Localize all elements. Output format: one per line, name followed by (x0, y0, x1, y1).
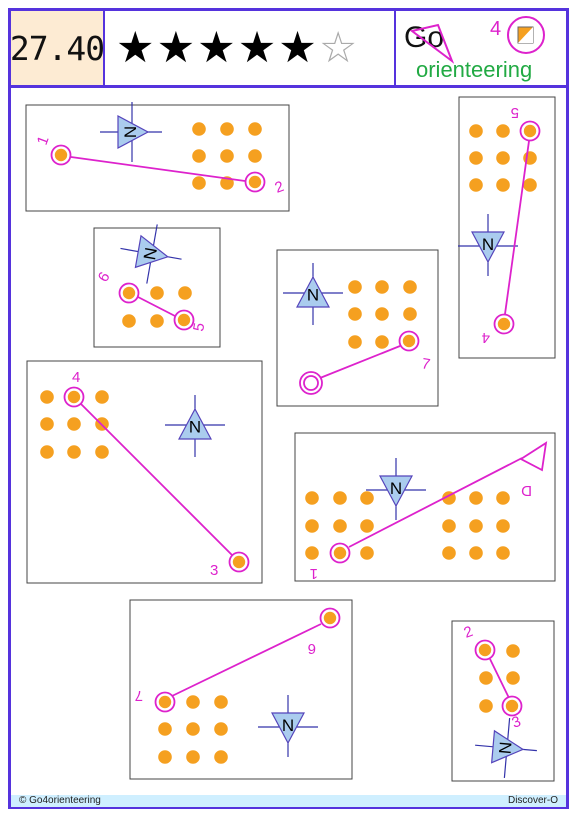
control-label-4b: 4 (72, 369, 80, 386)
north-arrow-icon (457, 213, 519, 277)
control-label-6b: 6 (308, 640, 316, 657)
control-label-5b: 5 (190, 322, 208, 333)
north-arrow-icon (164, 394, 226, 458)
north-arrow-icon (114, 218, 188, 290)
north-arrow-icon (257, 694, 319, 758)
score-value: 27.40 (9, 28, 105, 68)
control-label-6: 6 (95, 269, 114, 285)
logo-orienteering-text: orienteering (416, 57, 532, 82)
brand-text: Discover-O (507, 795, 558, 806)
puzzle-f: D 1 (294, 432, 556, 582)
star-empty-icon: ☆ (318, 22, 358, 73)
puzzle-h: 2 3 (451, 620, 555, 782)
control-label-7: 7 (420, 355, 431, 373)
control-label-3: 3 (210, 562, 218, 579)
control-label-5: 5 (511, 104, 519, 121)
control-label-2b: 2 (462, 623, 476, 642)
puzzle-c: 6 5 (93, 218, 221, 348)
footer: © Go4orienteering Discover-O (11, 795, 566, 807)
star-filled-icon: ★ (116, 22, 155, 73)
difficulty-stars: ★★★★★☆ (106, 11, 396, 85)
puzzle-e: 4 3 (26, 360, 263, 584)
control-label-7b: 7 (135, 687, 143, 704)
control-label-2: 2 (273, 178, 287, 197)
control-label-d: D (521, 482, 532, 499)
logo-number: 4 (490, 18, 501, 40)
star-filled-icon: ★ (197, 22, 236, 73)
north-arrow-icon (282, 262, 344, 326)
control-label-1: 1 (34, 134, 53, 148)
control-label-1b: 1 (310, 565, 318, 582)
star-filled-icon: ★ (156, 22, 196, 73)
puzzle-a: 1 2 (25, 101, 290, 212)
star-filled-icon: ★ (278, 22, 317, 73)
north-arrow-icon (99, 101, 163, 163)
score-box: 27.40 (9, 11, 105, 85)
star-filled-icon: ★ (237, 22, 277, 73)
page-frame (8, 8, 569, 809)
north-arrow-icon (365, 457, 427, 521)
header (8, 8, 569, 88)
go4orienteering-logo: Go 4 orienteering (398, 11, 566, 85)
puzzle-b: 5 4 (457, 96, 556, 359)
puzzle-g: 6 7 (129, 599, 353, 780)
puzzle-d: 7 (276, 249, 439, 407)
copyright-text: © Go4orienteering (19, 795, 101, 806)
control-label-4: 4 (482, 329, 490, 346)
north-arrow-icon (471, 714, 541, 782)
logo-go-text: Go (404, 21, 444, 54)
control-label-3b: 3 (510, 713, 524, 732)
